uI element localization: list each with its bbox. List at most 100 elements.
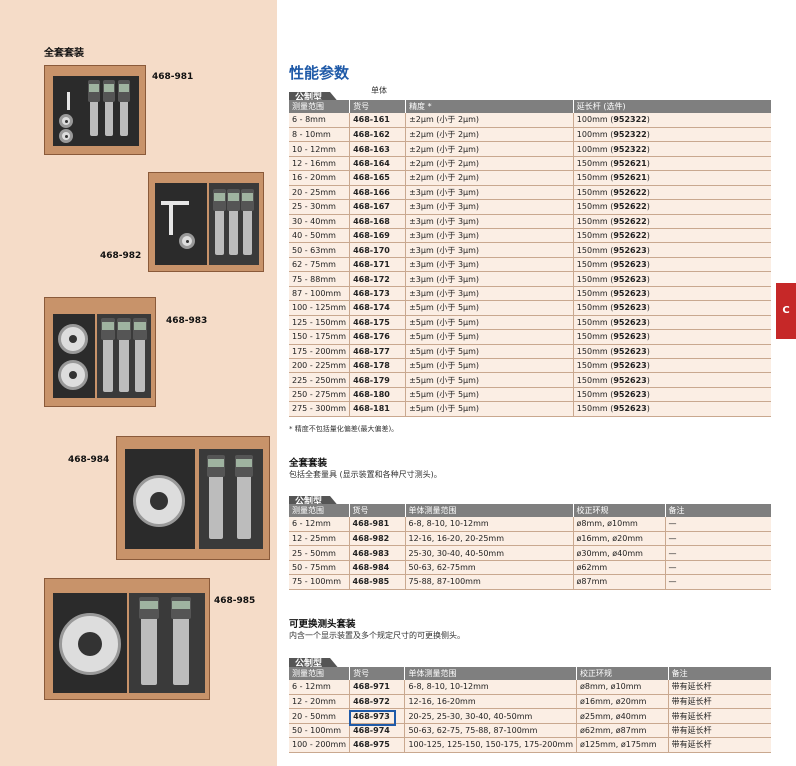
interchangeable-header-code: 货号	[349, 667, 406, 680]
interchangeable-set-table-header: 测量范围 货号 单体测量范围 校正环规 备注	[289, 667, 771, 680]
full-set-header-code: 货号	[349, 504, 406, 517]
unit-range-cell: 12-16, 16-20, 20-25mm	[405, 531, 574, 547]
accuracy-cell: ±5μm (小于 5μm)	[405, 344, 574, 359]
ring-gauge-cell: ø87mm	[573, 574, 666, 590]
extension-close-paren: )	[646, 187, 650, 197]
extension-length: 150mm (	[576, 303, 614, 313]
extension-cell: 150mm (952623)	[573, 358, 771, 374]
accuracy-cell: ±5μm (小于 5μm)	[405, 300, 574, 316]
extension-part-code: 952322	[613, 130, 647, 140]
extension-part-code: 952623	[613, 303, 647, 313]
extension-cell: 150mm (952622)	[573, 199, 771, 215]
extension-part-code: 952621	[613, 159, 647, 169]
accuracy-cell: ±3μm (小于 3μm)	[405, 242, 574, 258]
extension-length: 100mm (	[576, 115, 614, 125]
extension-length: 100mm (	[576, 144, 614, 154]
unit-range-cell: 75-88, 87-100mm	[405, 574, 574, 590]
product-photo-468-985	[44, 578, 210, 700]
extension-close-paren: )	[646, 202, 650, 212]
range-cell: 25 - 50mm	[289, 545, 350, 561]
extension-part-code: 952322	[613, 144, 647, 154]
section-tab-c[interactable]: C	[776, 283, 796, 339]
spec-tag-note: 单体	[371, 86, 387, 95]
photo-code-468-982: 468-982	[100, 251, 142, 261]
extension-cell: 150mm (952623)	[573, 257, 771, 273]
accuracy-cell: ±3μm (小于 3μm)	[405, 185, 574, 201]
full-set-header-unit-range: 单体测量范围	[405, 504, 574, 517]
range-cell: 175 - 200mm	[289, 344, 351, 359]
extension-length: 150mm (	[576, 375, 614, 385]
extension-part-code: 952622	[613, 187, 647, 197]
code-cell: 468-164	[349, 156, 407, 172]
accuracy-cell: ±5μm (小于 5μm)	[405, 315, 574, 331]
accuracy-cell: ±5μm (小于 5μm)	[405, 372, 574, 388]
interchangeable-set-desc: 内含一个显示装置及多个规定尺寸的可更换侧头。	[289, 631, 465, 640]
range-cell: 50 - 100mm	[289, 723, 351, 739]
accuracy-cell: ±2μm (小于 2μm)	[405, 156, 574, 172]
extension-close-paren: )	[646, 390, 650, 400]
code-cell: 468-173	[349, 286, 407, 302]
unit-range-cell: 12-16, 16-20mm	[404, 694, 578, 710]
extension-cell: 150mm (952622)	[573, 214, 771, 230]
full-set-table-header: 测量范围 货号 单体测量范围 校正环规 备注	[289, 504, 771, 517]
accuracy-cell: ±3μm (小于 3μm)	[405, 286, 574, 302]
note-cell: —	[665, 574, 771, 590]
extension-close-paren: )	[646, 361, 650, 371]
accuracy-cell: ±3μm (小于 3μm)	[405, 199, 574, 215]
extension-close-paren: )	[646, 317, 650, 327]
extension-cell: 150mm (952623)	[573, 344, 771, 359]
ring-gauge-cell: ø16mm, ø20mm	[573, 531, 666, 547]
accuracy-cell: ±3μm (小于 3μm)	[405, 228, 574, 244]
range-cell: 275 - 300mm	[289, 401, 351, 417]
range-cell: 150 - 175mm	[289, 329, 351, 345]
note-cell: 带有延长杆	[668, 680, 771, 695]
accuracy-cell: ±2μm (小于 2μm)	[405, 113, 574, 128]
extension-close-paren: )	[646, 332, 650, 342]
code-cell: 468-176	[349, 329, 407, 345]
range-cell: 50 - 75mm	[289, 560, 350, 576]
range-cell: 125 - 150mm	[289, 315, 351, 331]
extension-part-code: 952623	[613, 274, 647, 284]
extension-part-code: 952322	[613, 115, 647, 125]
accuracy-cell: ±2μm (小于 2μm)	[405, 141, 574, 157]
code-cell: 468-174	[349, 300, 407, 316]
extension-cell: 150mm (952623)	[573, 315, 771, 331]
interchangeable-header-note: 备注	[668, 667, 771, 680]
extension-close-paren: )	[646, 288, 650, 298]
code-cell: 468-972	[349, 694, 406, 710]
extension-length: 100mm (	[576, 130, 614, 140]
range-cell: 20 - 25mm	[289, 185, 351, 201]
extension-part-code: 952623	[613, 404, 647, 414]
code-cell: 468-973	[349, 708, 406, 724]
extension-cell: 150mm (952622)	[573, 228, 771, 244]
photo-code-468-984: 468-984	[68, 455, 110, 465]
range-cell: 12 - 25mm	[289, 531, 350, 547]
range-cell: 100 - 200mm	[289, 737, 351, 753]
extension-cell: 150mm (952623)	[573, 242, 771, 258]
extension-close-paren: )	[646, 144, 650, 154]
ring-gauge-cell: ø62mm	[573, 560, 666, 576]
note-cell: 带有延长杆	[668, 723, 771, 739]
range-cell: 62 - 75mm	[289, 257, 351, 273]
code-cell: 468-168	[349, 214, 407, 230]
interchangeable-header-range: 测量范围	[289, 667, 351, 680]
extension-cell: 150mm (952623)	[573, 329, 771, 345]
extension-close-paren: )	[646, 130, 650, 140]
extension-close-paren: )	[646, 404, 650, 414]
extension-cell: 150mm (952623)	[573, 372, 771, 388]
range-cell: 6 - 12mm	[289, 517, 350, 532]
range-cell: 75 - 88mm	[289, 271, 351, 287]
extension-cell: 150mm (952621)	[573, 170, 771, 186]
code-cell: 468-162	[349, 127, 407, 143]
note-cell: 带有延长杆	[668, 694, 771, 710]
spec-header-extension: 延长杆 (选件)	[573, 100, 771, 113]
